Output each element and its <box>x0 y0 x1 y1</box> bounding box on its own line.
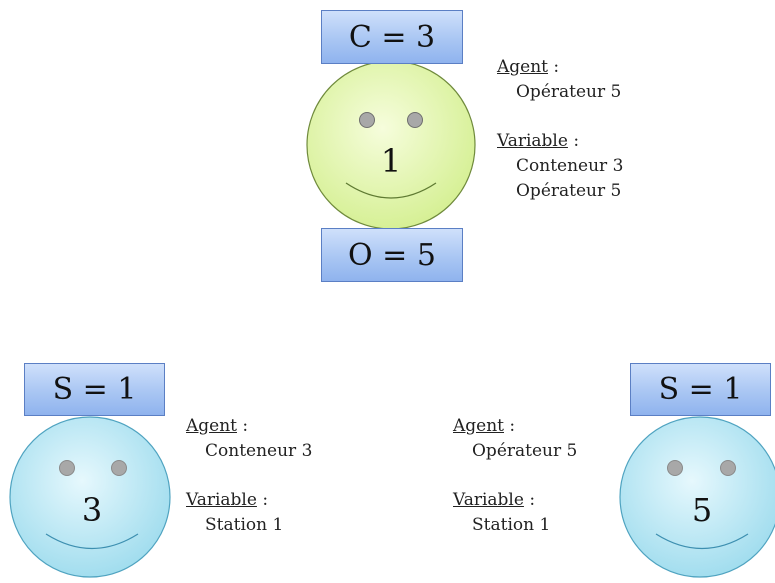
right-eye-icon <box>720 460 736 476</box>
right-eye-icon <box>407 112 423 128</box>
smile-icon <box>655 533 749 549</box>
variable-value: Station 1 <box>472 515 551 535</box>
right-eye-icon <box>111 460 127 476</box>
left-eye-icon <box>359 112 375 128</box>
constraint-tag-o: O = 5 <box>321 228 463 282</box>
agent-face-bottom-right <box>619 416 775 578</box>
agent-number: 1 <box>380 142 402 180</box>
smile-icon <box>345 182 437 199</box>
smile-icon <box>45 533 139 549</box>
variable-value: Conteneur 3 <box>516 156 624 176</box>
agent-heading-line: Agent : <box>186 414 312 439</box>
agent-value: Opérateur 5 <box>516 82 622 102</box>
left-eye-icon <box>667 460 683 476</box>
agent-number: 3 <box>81 491 103 529</box>
agent-separator: : <box>504 416 516 436</box>
agent-heading: Agent <box>186 416 237 436</box>
variable-heading-line: Variable : <box>497 129 623 154</box>
agent-value: Conteneur 3 <box>205 441 313 461</box>
agent-info-bottom-left: Agent : Conteneur 3 Variable : Station 1 <box>186 414 312 538</box>
agent-heading-line: Agent : <box>497 55 623 80</box>
agent-heading-line: Agent : <box>453 414 577 439</box>
constraint-tag-s: S = 1 <box>24 363 165 416</box>
variable-heading: Variable <box>186 490 257 510</box>
variable-heading-line: Variable : <box>186 488 312 513</box>
agent-separator: : <box>237 416 249 436</box>
agent-number: 5 <box>691 491 713 529</box>
variable-heading: Variable <box>453 490 524 510</box>
agent-separator: : <box>548 57 560 77</box>
variable-heading-line: Variable : <box>453 488 577 513</box>
constraint-tag-c: C = 3 <box>321 10 463 64</box>
agent-heading: Agent <box>497 57 548 77</box>
constraint-tag-s: S = 1 <box>630 363 771 416</box>
left-eye-icon <box>59 460 75 476</box>
variable-value: Station 1 <box>205 515 284 535</box>
agent-heading: Agent <box>453 416 504 436</box>
variable-value: Opérateur 5 <box>516 181 622 201</box>
variable-separator: : <box>523 490 536 510</box>
variable-separator: : <box>567 131 580 151</box>
agent-value: Opérateur 5 <box>472 441 578 461</box>
variable-heading: Variable <box>497 131 568 151</box>
face-circle <box>619 416 775 578</box>
variable-separator: : <box>256 490 269 510</box>
agent-info-top: Agent : Opérateur 5 Variable : Conteneur… <box>497 55 623 204</box>
agent-info-bottom-right: Agent : Opérateur 5 Variable : Station 1 <box>453 414 577 538</box>
agent-face-bottom-left <box>9 416 171 578</box>
